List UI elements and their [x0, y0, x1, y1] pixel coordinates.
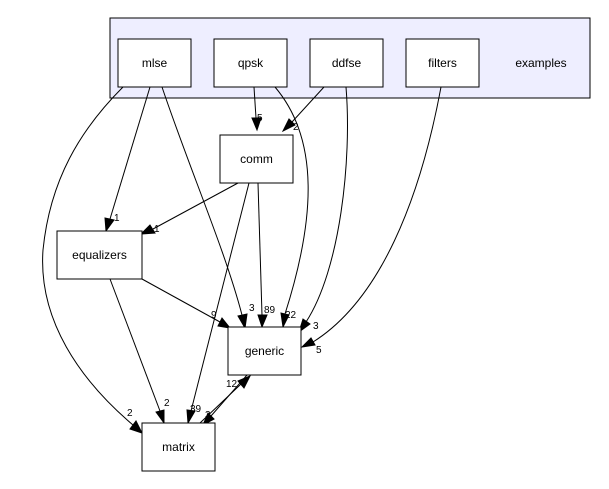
edge-label-comm-generic: 89	[264, 305, 276, 316]
node-ddfse-box	[309, 38, 384, 88]
edge-mlse-equalizers: 1	[104, 86, 151, 233]
nodes-layer: mlse qpsk ddfse filters comm equalizers …	[56, 38, 480, 472]
edge-label-comm-matrix: 39	[190, 404, 202, 415]
edge-label-comm-equalizers: 1	[154, 224, 160, 235]
edge-ddfse-comm: 2	[281, 86, 325, 133]
node-filters-label: filters	[428, 56, 457, 70]
cluster-examples-label: examples	[515, 56, 566, 70]
edges-layer: 5 2 1 1 3 89 2	[42, 86, 442, 434]
node-qpsk-box	[213, 38, 288, 88]
edge-qpsk-comm: 5	[251, 86, 263, 132]
edge-qpsk-generic: 22	[274, 86, 309, 329]
edge-label-filters-generic: 5	[316, 345, 322, 356]
edge-label-matrix-generic: 12	[226, 379, 238, 390]
node-matrix[interactable]: matrix	[141, 422, 216, 472]
edge-label-generic-matrix: 3	[205, 410, 211, 421]
node-equalizers-box	[56, 230, 143, 280]
node-mlse[interactable]: mlse	[117, 38, 192, 88]
node-equalizers-label: equalizers	[72, 248, 127, 262]
edge-equalizers-matrix: 2	[109, 278, 170, 425]
node-qpsk-label: qpsk	[238, 56, 264, 70]
node-ddfse-label: ddfse	[332, 56, 362, 70]
edge-label-equalizers-generic: 9	[211, 310, 217, 321]
node-generic-label: generic	[245, 344, 284, 358]
edge-comm-matrix: 39	[186, 182, 250, 425]
node-filters-box	[405, 38, 480, 88]
node-mlse-box	[117, 38, 192, 88]
edge-ddfse-generic: 3	[298, 86, 348, 334]
edge-generic-matrix: 3	[201, 374, 248, 427]
node-matrix-box	[141, 422, 216, 472]
node-comm-box	[219, 134, 294, 184]
node-ddfse[interactable]: ddfse	[309, 38, 384, 88]
node-matrix-label: matrix	[162, 440, 195, 454]
edge-label-qpsk-generic: 22	[285, 310, 297, 321]
edge-label-qpsk-comm: 5	[257, 113, 263, 124]
edge-equalizers-generic: 9	[141, 278, 232, 329]
edge-comm-equalizers: 1	[139, 182, 239, 235]
edge-comm-generic: 89	[257, 182, 276, 329]
edge-label-mlse-equalizers: 1	[114, 213, 120, 224]
edge-mlse-matrix: 2	[42, 86, 143, 434]
edge-label-mlse-generic: 3	[249, 303, 255, 314]
edge-label-mlse-matrix: 2	[127, 408, 133, 419]
node-generic[interactable]: generic	[227, 326, 302, 376]
edge-mlse-generic: 3	[161, 86, 255, 330]
node-comm-label: comm	[240, 152, 273, 166]
edge-label-ddfse-comm: 2	[293, 122, 299, 133]
edge-filters-generic: 5	[300, 86, 442, 356]
node-equalizers[interactable]: equalizers	[56, 230, 143, 280]
edge-label-equalizers-matrix: 2	[164, 398, 170, 409]
edge-label-ddfse-generic: 3	[313, 321, 319, 332]
node-generic-box	[227, 326, 302, 376]
node-filters[interactable]: filters	[405, 38, 480, 88]
node-qpsk[interactable]: qpsk	[213, 38, 288, 88]
node-comm[interactable]: comm	[219, 134, 294, 184]
node-mlse-label: mlse	[142, 56, 168, 70]
